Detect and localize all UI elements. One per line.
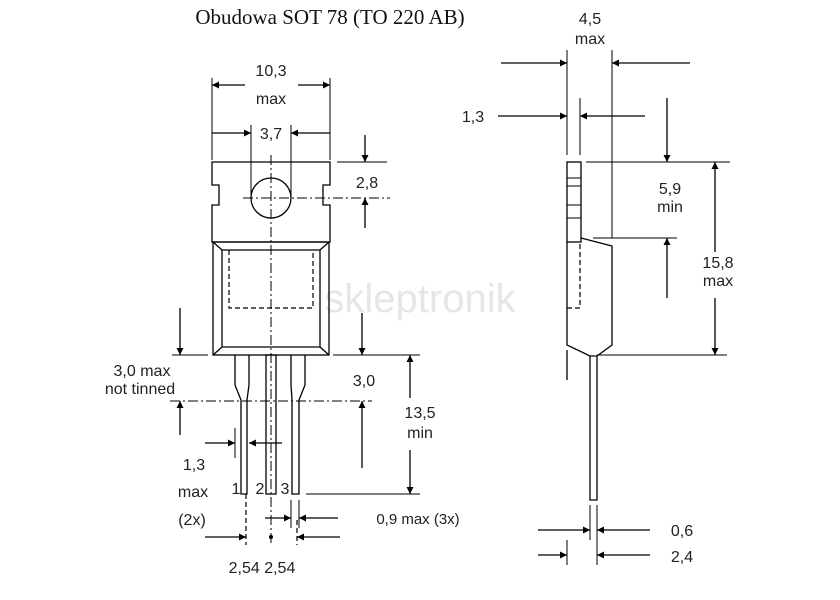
dim-width-note: max	[256, 91, 286, 108]
dim-lead-width-count: (2x)	[178, 512, 206, 529]
dim-lead-width: 1,3	[183, 457, 205, 474]
side-view: 4,5 max 1,3 5,9 min 15,8 max 0,6 2,4	[462, 11, 734, 566]
dim-lead-offset: 2,4	[671, 549, 693, 566]
lead-1	[234, 355, 250, 495]
side-body	[566, 237, 613, 357]
dim-lead-length: 13,5	[404, 405, 435, 422]
dim-height: 15,8	[702, 255, 733, 272]
watermark: skleptronik	[324, 277, 516, 321]
dim-lead-shoulder: 3,0	[353, 373, 375, 390]
dim-height-note: max	[703, 273, 733, 290]
pin-label-1: 1	[232, 481, 241, 498]
dim-lead-length-note: min	[407, 425, 433, 442]
dim-hole-spacing: 3,7	[260, 126, 282, 143]
dim-thickness-note: max	[575, 31, 605, 48]
side-lead	[589, 356, 598, 501]
mounting-tab	[211, 161, 331, 243]
dim-lead-thickness: 0,9 max (3x)	[376, 511, 459, 528]
drawing-title: Obudowa SOT 78 (TO 220 AB)	[195, 5, 464, 29]
dim-hole-offset: 2,8	[356, 175, 378, 192]
dim-tab-height: 5,9	[659, 181, 681, 198]
dim-not-tinned-note: not tinned	[105, 381, 175, 398]
dim-tab-height-note: min	[657, 199, 683, 216]
pin-label-3: 3	[281, 481, 290, 498]
pin-label-2: 2	[256, 481, 265, 498]
dim-side-lead-thickness: 0,6	[671, 523, 693, 540]
dim-thickness: 4,5	[579, 11, 601, 28]
lead-2	[265, 354, 277, 495]
side-tab	[566, 161, 582, 243]
dim-tab-thickness: 1,3	[462, 109, 484, 126]
lead-3	[290, 355, 306, 495]
dim-lead-width-note: max	[178, 484, 208, 501]
dim-not-tinned: 3,0 max	[114, 363, 171, 380]
front-view: 10,3 max 3,7 2,8 3,0 max not tinned 3,0 …	[105, 63, 460, 577]
dim-pitch: 2,54 2,54	[229, 560, 296, 577]
dim-width: 10,3	[255, 63, 286, 80]
